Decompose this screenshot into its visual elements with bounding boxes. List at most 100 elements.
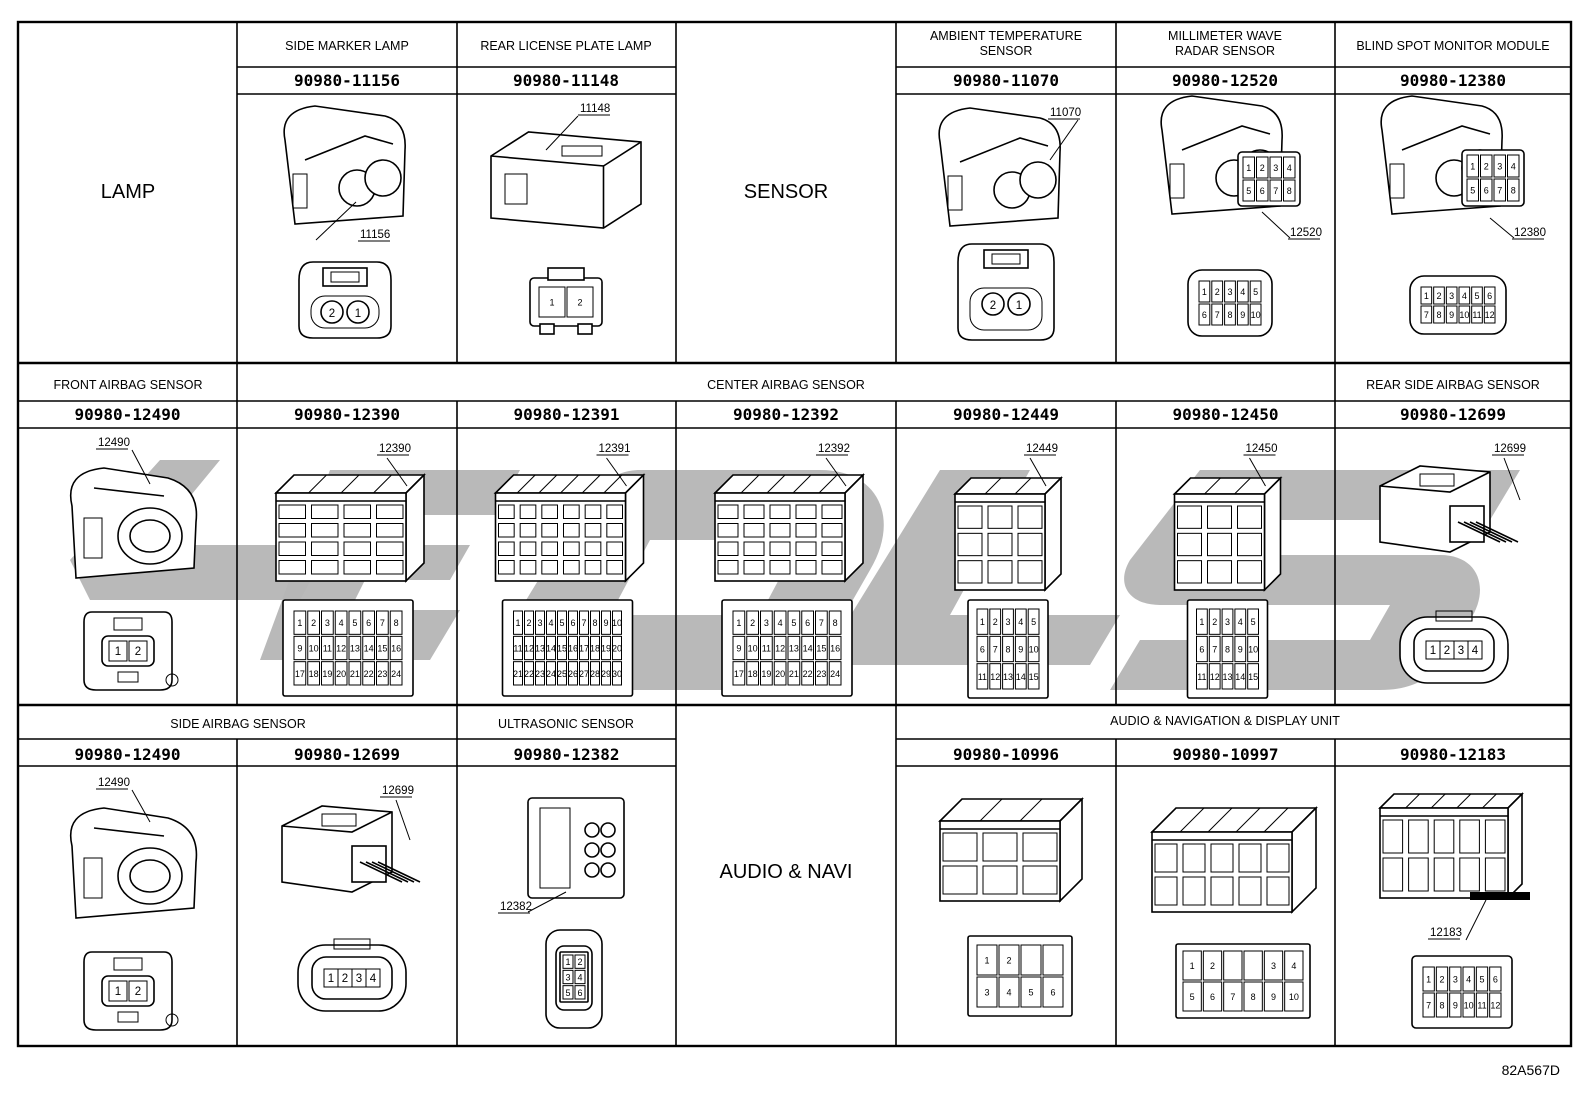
- pin-number: 5: [1190, 992, 1195, 1002]
- pin-number: 8: [1436, 310, 1441, 320]
- pin-number: 18: [590, 644, 600, 654]
- part-number: 90980-11148: [513, 71, 619, 90]
- pin-number: 7: [1424, 310, 1429, 320]
- pin-number: 4: [1238, 617, 1243, 627]
- pin-number: 7: [819, 618, 824, 628]
- pin-number: 17: [579, 644, 589, 654]
- pin-number: 15: [1029, 672, 1039, 682]
- pin-number: 3: [1449, 291, 1454, 301]
- pin-number: 12: [1485, 310, 1495, 320]
- category-side-airbag-sensor: SIDE AIRBAG SENSOR: [170, 717, 305, 731]
- pin-number: 2: [577, 957, 582, 967]
- pin-number: 1: [565, 957, 570, 967]
- pin-number: 6: [570, 618, 575, 628]
- pin-number: 8: [1287, 186, 1292, 196]
- pin-number: 11: [762, 644, 771, 654]
- pin-number: 6: [1260, 186, 1265, 196]
- pin-number: 6: [1493, 975, 1498, 985]
- pin-number: 3: [1225, 617, 1230, 627]
- pin-number: 6: [1199, 645, 1204, 655]
- pin-number: 3: [984, 988, 989, 998]
- pin-number: 1: [1016, 300, 1022, 312]
- pin-number: 4: [1466, 975, 1471, 985]
- pin-number: 1: [1424, 291, 1429, 301]
- pin-number: 11: [323, 644, 332, 654]
- part-tag-label: 12390: [379, 443, 411, 455]
- pin-number: 1: [297, 618, 302, 628]
- pin-number: 20: [336, 669, 346, 679]
- pin-number: 7: [380, 618, 385, 628]
- pin-number: 16: [830, 644, 840, 654]
- pin-number: 22: [803, 669, 813, 679]
- pin-number: 9: [603, 618, 608, 628]
- pin-number: 3: [565, 973, 570, 983]
- pin-number: 24: [830, 669, 840, 679]
- pin-number: 2: [1260, 163, 1265, 173]
- pin-number: 12: [336, 644, 346, 654]
- pin-number: 3: [1453, 975, 1458, 985]
- pin-number: 17: [295, 669, 305, 679]
- pin-number: 8: [1005, 645, 1010, 655]
- pin-number: 9: [1240, 310, 1245, 320]
- part-tag-label: 12699: [382, 785, 414, 797]
- pin-number: 5: [791, 618, 796, 628]
- part-number: 90980-12450: [1173, 405, 1279, 424]
- part-tag-label: 12520: [1290, 227, 1322, 239]
- pin-number: 4: [577, 973, 582, 983]
- pin-number: 2: [526, 618, 531, 628]
- pin-number: 8: [1227, 310, 1232, 320]
- part-number: 90980-12490: [75, 405, 181, 424]
- pin-number: 5: [1253, 287, 1258, 297]
- category-audio-navigation-display-unit: AUDIO & NAVIGATION & DISPLAY UNIT: [1110, 714, 1340, 728]
- category-blind-spot-monitor-module: BLIND SPOT MONITOR MODULE: [1356, 39, 1549, 53]
- pin-number: 28: [590, 669, 600, 679]
- pin-number: 5: [352, 618, 357, 628]
- pin-number: 10: [1251, 310, 1261, 320]
- part-number: 90980-12390: [294, 405, 400, 424]
- pin-number: 9: [1238, 645, 1243, 655]
- pin-number: 14: [364, 644, 374, 654]
- part-number: 90980-12490: [75, 745, 181, 764]
- pin-number: 9: [1271, 992, 1276, 1002]
- category-rear-side-airbag-sensor: REAR SIDE AIRBAG SENSOR: [1366, 378, 1540, 392]
- pin-number: 7: [1497, 186, 1502, 196]
- pin-number: 15: [377, 644, 387, 654]
- section-title-lamp: LAMP: [101, 181, 155, 203]
- part-tag-label: 11148: [580, 103, 610, 115]
- pin-number: 15: [557, 644, 567, 654]
- part-number: 90980-11070: [953, 71, 1059, 90]
- pin-number: 7: [581, 618, 586, 628]
- pin-number: 6: [805, 618, 810, 628]
- part-number: 90980-12380: [1400, 71, 1506, 90]
- pin-number: 1: [736, 618, 741, 628]
- pin-number: 20: [775, 669, 785, 679]
- pin-number: 14: [803, 644, 813, 654]
- part-number: 90980-12449: [953, 405, 1059, 424]
- part-number: 90980-12391: [514, 405, 620, 424]
- drawing-reference-code: 82A567D: [1502, 1062, 1560, 1078]
- part-tag-label: 12699: [1494, 443, 1526, 455]
- pin-number: 5: [1251, 617, 1256, 627]
- pin-number: 8: [1439, 1001, 1444, 1011]
- pin-number: 16: [391, 644, 401, 654]
- pin-number: 7: [1212, 645, 1217, 655]
- pin-number: 19: [322, 669, 332, 679]
- part-number: 90980-12699: [294, 745, 400, 764]
- pin-number: 10: [1029, 645, 1039, 655]
- part-tag-label: 11156: [360, 229, 390, 241]
- pin-number: 8: [394, 618, 399, 628]
- pin-number: 21: [789, 669, 799, 679]
